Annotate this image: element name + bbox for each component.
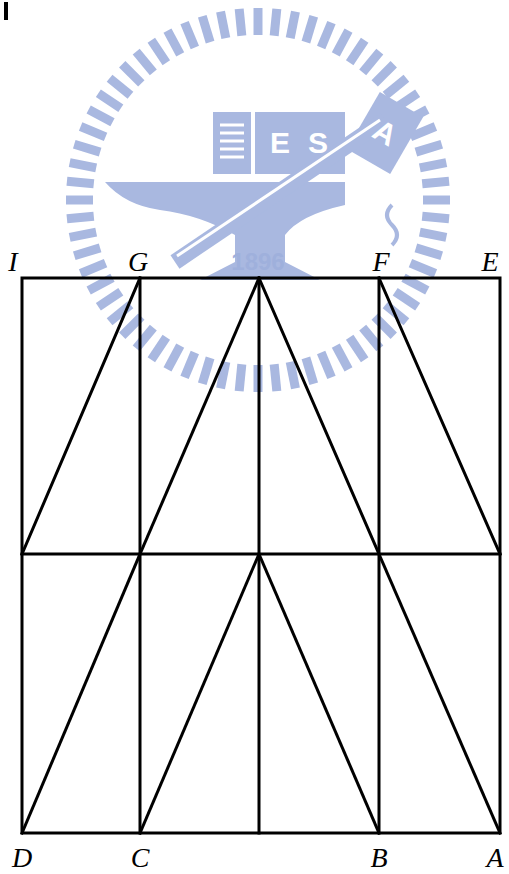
watermark-tick — [420, 163, 446, 168]
watermark-tick — [136, 52, 153, 73]
watermark-tick — [363, 328, 380, 349]
watermark-tick — [306, 358, 314, 384]
watermark-chain — [387, 205, 397, 245]
watermark-tick — [274, 9, 277, 36]
watermark-tick — [167, 31, 180, 55]
watermark-tick — [350, 40, 365, 62]
watermark-tick — [70, 232, 96, 237]
watermark-tick — [350, 337, 365, 359]
watermark-tick — [416, 144, 442, 152]
watermark-tick — [81, 263, 106, 273]
watermark-tick — [422, 216, 449, 219]
watermark-tick — [420, 232, 446, 237]
watermark-tick — [110, 78, 131, 95]
watermark-tick — [151, 337, 166, 359]
watermark-tick — [185, 23, 195, 48]
watermark-tick — [167, 346, 180, 370]
watermark-tick — [74, 248, 100, 256]
watermark-tick — [386, 78, 407, 95]
watermark-hammer-edge — [177, 120, 380, 256]
watermark-tick — [66, 196, 93, 205]
watermark-tick — [254, 8, 263, 35]
point-label: C — [131, 844, 150, 872]
watermark-tick — [422, 181, 449, 184]
point-label: F — [372, 248, 389, 276]
watermark-tick — [122, 317, 141, 336]
watermark-tick — [122, 64, 141, 83]
watermark-tick — [410, 263, 435, 273]
watermark-tick — [70, 163, 96, 168]
point-label: D — [12, 844, 32, 872]
watermark-tick — [375, 64, 394, 83]
watermark-tick — [202, 358, 210, 384]
watermark-tick — [239, 9, 242, 36]
point-label: E — [481, 248, 498, 276]
watermark-tick — [321, 352, 331, 377]
watermark-tick — [416, 248, 442, 256]
watermark-tick — [89, 278, 113, 291]
watermark-tick — [336, 346, 349, 370]
watermark-tick — [98, 93, 120, 108]
watermark-tick — [423, 196, 450, 205]
watermark-tick — [67, 181, 94, 184]
watermark-letter: S — [308, 128, 328, 158]
watermark-tick — [336, 31, 349, 55]
point-label: B — [370, 844, 387, 872]
watermark-book-lines — [220, 125, 244, 157]
watermark-tick — [404, 278, 428, 291]
watermark-tick — [74, 144, 100, 152]
watermark-tick — [151, 40, 166, 62]
point-label: A — [486, 844, 503, 872]
watermark-tick — [290, 362, 295, 388]
watermark-tick — [67, 216, 94, 219]
watermark-tick — [395, 292, 417, 307]
watermark-tick — [81, 127, 106, 137]
truss-lines — [22, 278, 500, 833]
point-label: G — [128, 248, 148, 276]
watermark-book — [213, 112, 251, 174]
watermark-tick — [98, 292, 120, 307]
watermark-tick — [321, 23, 331, 48]
watermark-tick — [290, 12, 295, 38]
watermark-hammer — [175, 120, 385, 262]
watermark-tick — [185, 352, 195, 377]
watermark-tick — [363, 52, 380, 73]
watermark-tick — [239, 364, 242, 391]
watermark-year: 1896 — [231, 250, 284, 274]
point-label: I — [8, 248, 17, 276]
watermark-tick — [221, 12, 226, 38]
watermark-letter: E — [270, 128, 290, 158]
watermark-tick — [202, 16, 210, 42]
watermark-tick — [274, 364, 277, 391]
watermark-tick — [306, 16, 314, 42]
watermark-tick — [89, 109, 113, 122]
corner-mark — [4, 2, 8, 20]
